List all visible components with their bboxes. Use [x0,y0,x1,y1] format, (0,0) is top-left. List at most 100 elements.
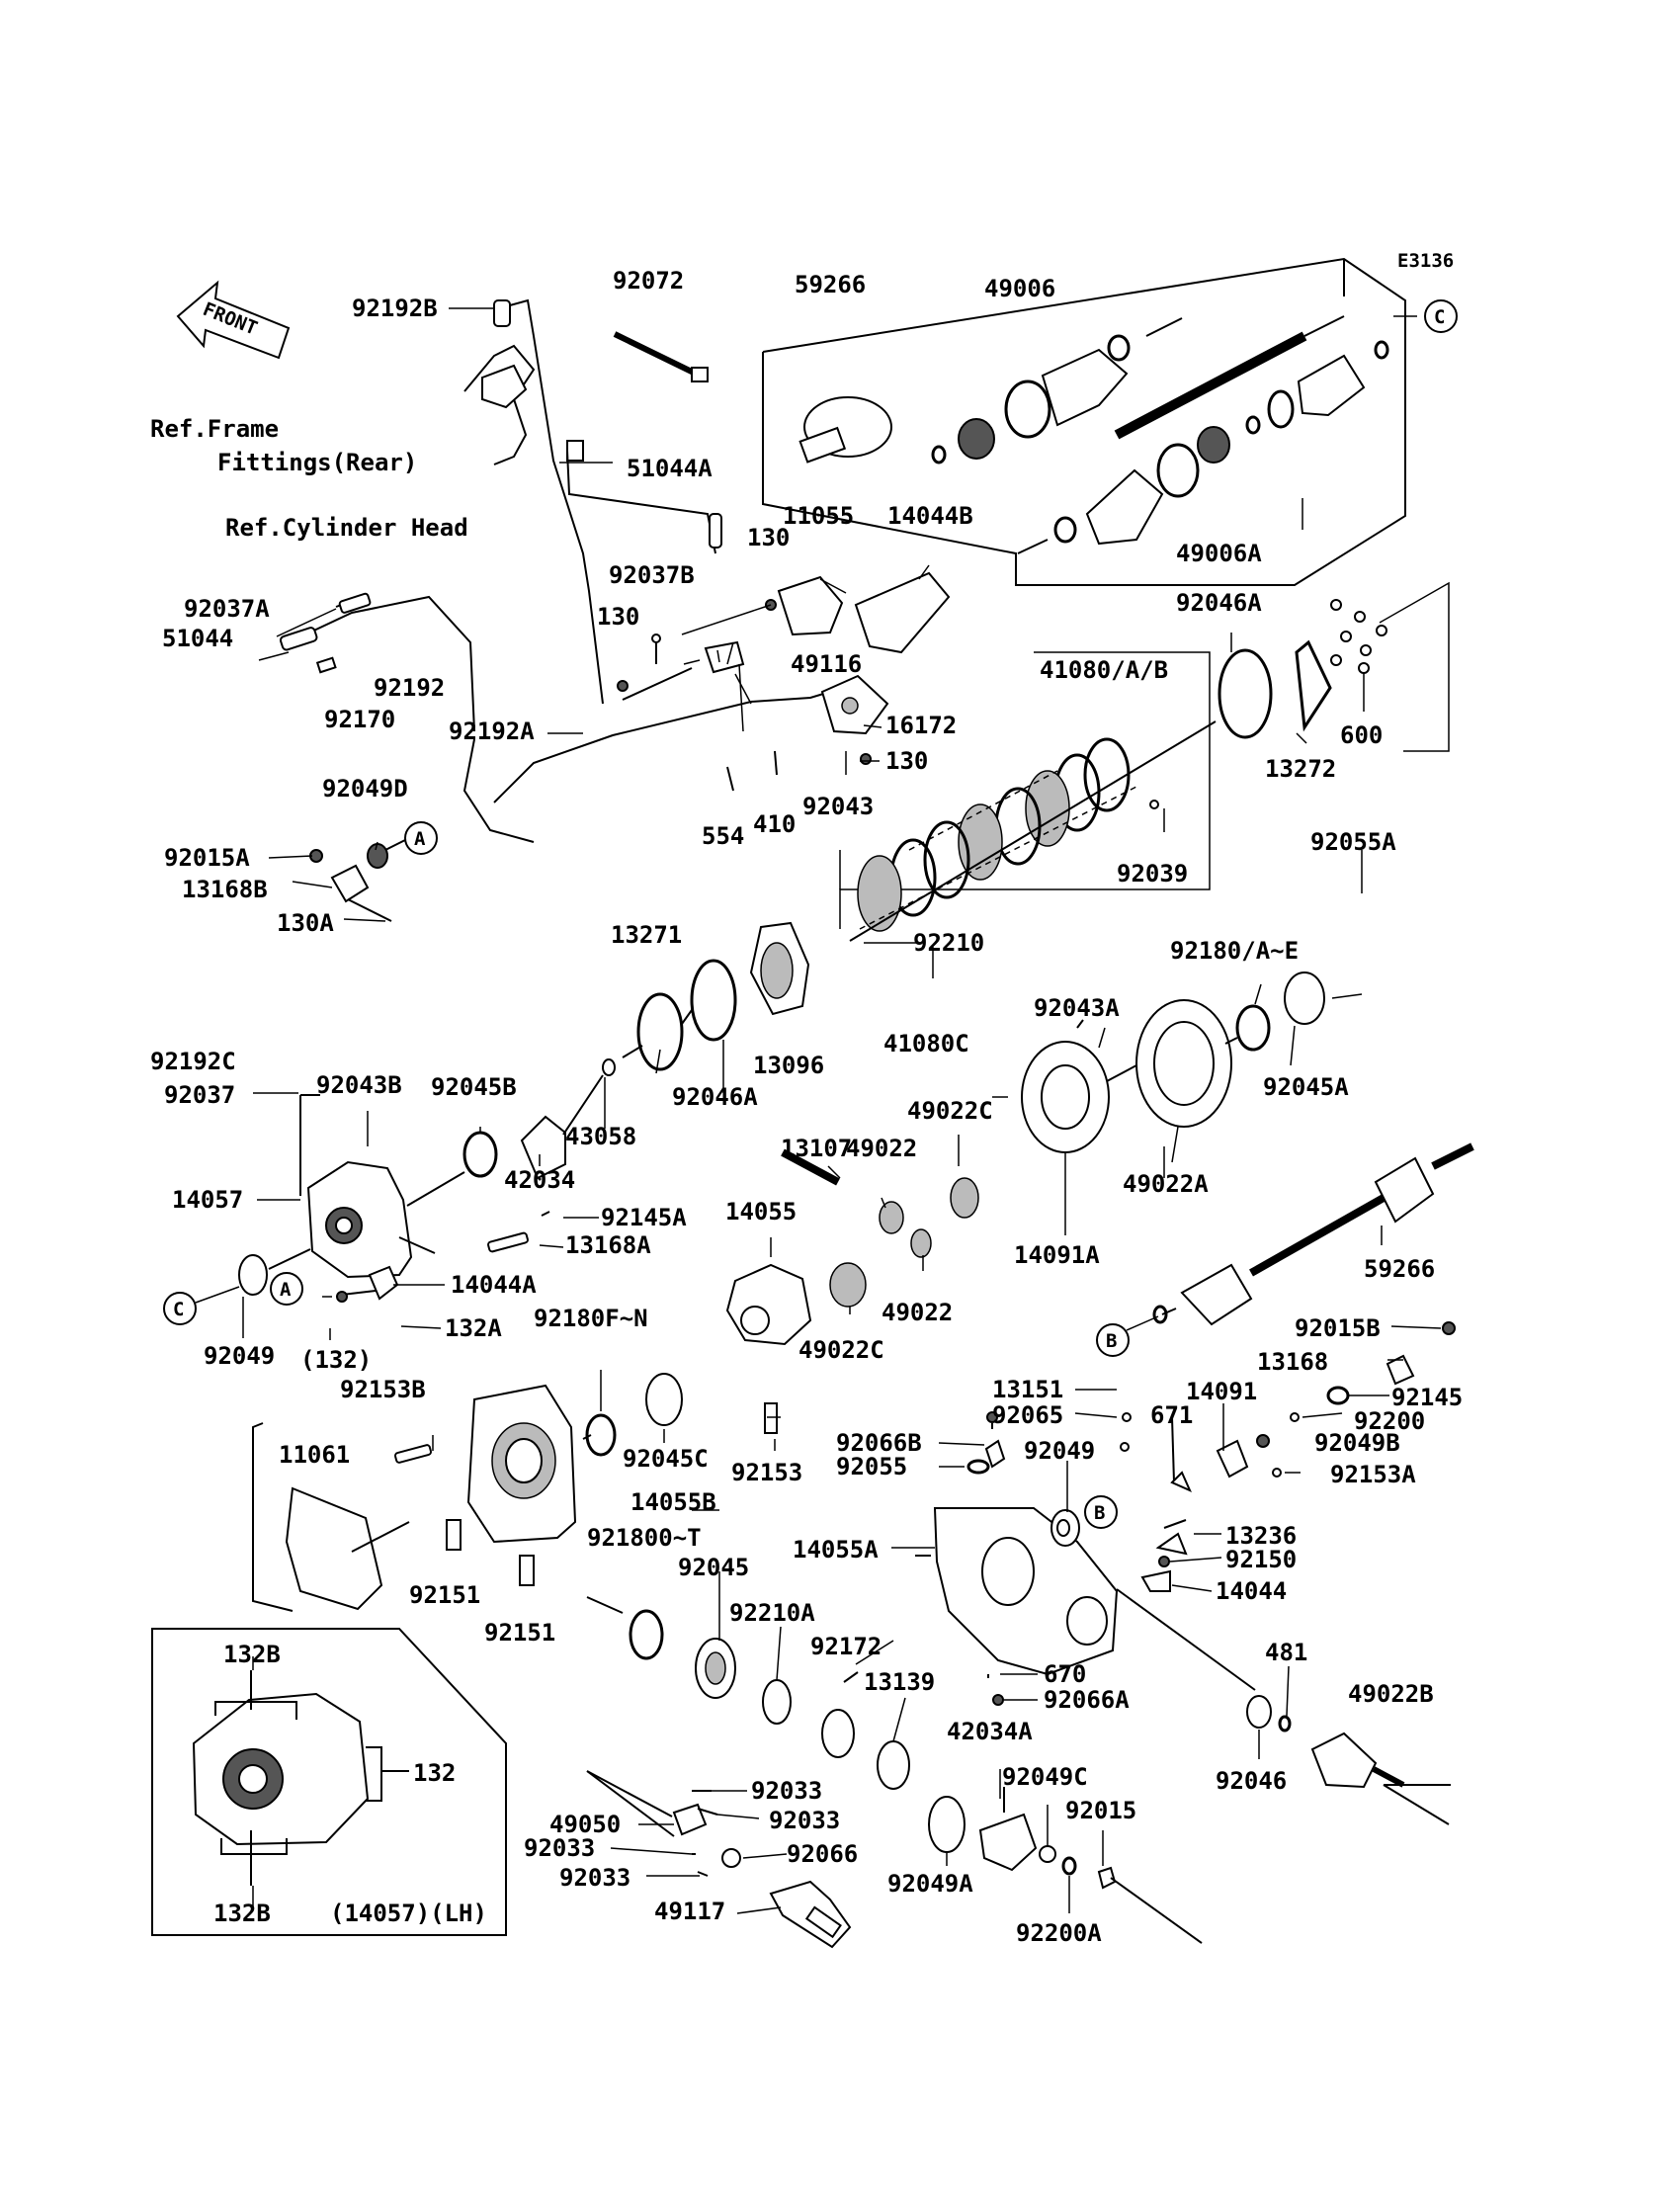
part-label: 92045C [623,1445,709,1473]
part-label: 13139 [864,1668,935,1696]
part-label: 92210 [913,929,984,957]
part-label: 130 [885,747,928,775]
part-label: 49022 [882,1299,953,1326]
part-label: 92046A [672,1083,758,1111]
part-label: 42034 [504,1166,575,1194]
part-label: 92151 [409,1581,480,1609]
part-label: 92192B [352,295,438,322]
part-label: 92049A [887,1870,973,1898]
part-label: 13236 [1225,1522,1297,1550]
part-label: 13096 [753,1052,824,1079]
part-label: 92066A [1044,1686,1130,1714]
part-label: 92033 [769,1807,840,1834]
part-label: 132B [213,1900,271,1927]
part-label: 13271 [611,921,682,949]
part-label: 92049 [1024,1437,1095,1465]
needle-rollers-group [1330,581,1450,752]
part-label: 92200A [1016,1919,1102,1947]
input-gear-group [462,1045,643,1180]
part-label: 132A [445,1314,502,1342]
part-label: 132B [223,1641,281,1668]
part-label: 14044B [887,502,973,530]
part-label: 92043 [802,793,874,820]
labels: E3136 Ref.Frame Fittings(Rear) Ref.Cylin… [150,250,1463,1947]
universal-joint-group [586,1770,852,1949]
breather-hose-group [463,298,722,705]
ref-note-frame-line1: Ref.Frame [150,415,279,443]
part-label: 600 [1340,721,1383,749]
part-label: 49022C [907,1097,993,1125]
part-label: 92049C [1002,1763,1088,1791]
part-label: 670 [1044,1660,1086,1688]
part-label: 49117 [654,1898,725,1925]
part-label: 554 [702,822,744,850]
part-label: 14044 [1216,1577,1287,1605]
part-label: 49022B [1348,1680,1434,1708]
part-label: 92049B [1314,1429,1400,1457]
part-label: 51044 [162,625,233,652]
part-label: 49050 [549,1811,621,1838]
right-lever-group [1216,1321,1456,1479]
clutch-cable-group [279,571,951,843]
differential-gears-group [725,972,1325,1346]
part-label: 41080C [883,1030,969,1057]
front-direction-arrow-icon: FRONT [176,280,291,360]
diagram-id: E3136 [1397,250,1454,272]
part-label: 14055 [725,1198,797,1225]
callout-c-case-icon: C [163,1286,240,1325]
part-label: 92055A [1310,828,1396,856]
callout-a-case-letter: A [280,1279,292,1301]
part-label: 92049 [204,1342,275,1370]
part-label: 481 [1265,1639,1307,1666]
part-label: 671 [1150,1401,1193,1429]
callout-c-top-letter: C [1434,306,1445,328]
part-label: 132 [413,1759,456,1787]
part-label: 49022C [798,1336,884,1364]
part-label: 92015A [164,844,250,872]
part-label: 92170 [324,706,395,733]
part-label: 92172 [810,1633,882,1660]
part-label: 92033 [524,1834,595,1862]
part-label: 13168B [182,876,268,903]
part-label: 92153 [731,1459,802,1486]
pinion-gear-group [1246,1695,1451,1825]
axle-shaft-assembly-group [762,257,1406,586]
callout-markers: C A A C B B [163,299,1458,1529]
callout-a-case-icon: A [270,1272,303,1306]
part-label: 92210A [729,1599,815,1627]
part-label: 14044A [451,1271,537,1299]
part-label: 92043A [1034,994,1120,1022]
lever-assembly-group [309,839,406,922]
part-label: 92046 [1216,1767,1287,1795]
part-label: 14057 [172,1186,243,1214]
part-label: 130 [747,524,790,551]
part-label: 92043B [316,1071,402,1099]
part-label: 11061 [279,1441,350,1469]
part-label: 92037A [184,595,270,623]
part-label: 921800~T [587,1524,702,1552]
right-axle-group [1152,1142,1474,1326]
part-label: 92033 [559,1864,630,1892]
part-label: 92151 [484,1619,555,1647]
inset-lh-case-group [151,1628,507,1936]
part-label: 49006 [984,275,1055,302]
callout-b-axle-letter: B [1106,1330,1117,1352]
part-label: 92150 [1225,1546,1297,1573]
part-label: 14055B [630,1488,716,1516]
part-label: 92145A [601,1204,687,1231]
part-label: 92180/A~E [1170,937,1299,965]
part-label: 92153A [1330,1461,1416,1488]
callout-b-axle-icon: B [1096,1315,1159,1357]
part-label: 92045A [1263,1073,1349,1101]
part-label: 92015B [1295,1314,1381,1342]
part-label: 92066B [836,1429,922,1457]
output-yoke-group [978,1787,1203,1944]
part-label: (132) [300,1346,372,1374]
ref-note-cylinder-head: Ref.Cylinder Head [225,514,468,542]
final-gear-case-14055A-group [915,1411,1256,1706]
part-label: 13107 [781,1135,852,1162]
part-label: 130A [277,909,334,937]
callout-b-case-letter: B [1094,1502,1105,1524]
